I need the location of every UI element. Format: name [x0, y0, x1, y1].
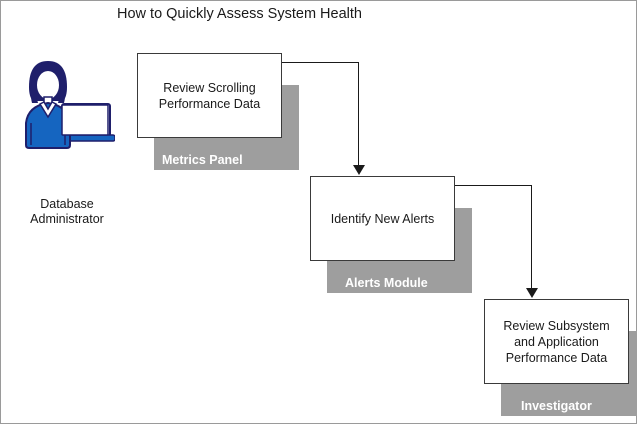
- node-text-line2: and Application: [514, 334, 599, 349]
- node-text-line1: Review Scrolling: [163, 80, 256, 95]
- page-title: How to Quickly Assess System Health: [117, 6, 362, 22]
- node-card[interactable]: Review Scrolling Performance Data: [137, 53, 282, 138]
- database-administrator-person-icon: [25, 61, 115, 149]
- actor-label-line1: Database: [40, 197, 94, 211]
- actor-label-line2: Administrator: [30, 212, 104, 226]
- node-card[interactable]: Identify New Alerts: [310, 176, 455, 261]
- node-text: Review Scrolling Performance Data: [159, 80, 260, 112]
- connector-alerts-to-investigator-arrowhead: [526, 288, 538, 298]
- node-card[interactable]: Review Subsystem and Application Perform…: [484, 299, 629, 384]
- node-text-line1: Identify New Alerts: [330, 211, 435, 226]
- actor-label: Database Administrator: [7, 197, 127, 227]
- node-text-line3: Performance Data: [505, 350, 608, 365]
- connector-metrics-to-alerts-horizontal: [282, 62, 359, 63]
- connector-metrics-to-alerts-vertical: [358, 62, 359, 166]
- connector-metrics-to-alerts-arrowhead: [353, 165, 365, 175]
- node-text: Review Subsystem and Application Perform…: [503, 318, 609, 366]
- node-footer-label: Metrics Panel: [162, 152, 243, 167]
- node-text-line1: Review Subsystem: [503, 318, 610, 333]
- actor-database-administrator: Database Administrator: [7, 49, 115, 226]
- connector-alerts-to-investigator-horizontal: [455, 185, 532, 186]
- node-text-line2: Performance Data: [158, 96, 261, 111]
- node-footer-label: Alerts Module: [345, 275, 428, 290]
- node-text: Identify New Alerts: [331, 211, 435, 227]
- connector-alerts-to-investigator-vertical: [531, 185, 532, 289]
- node-footer-label: Investigator: [521, 398, 592, 413]
